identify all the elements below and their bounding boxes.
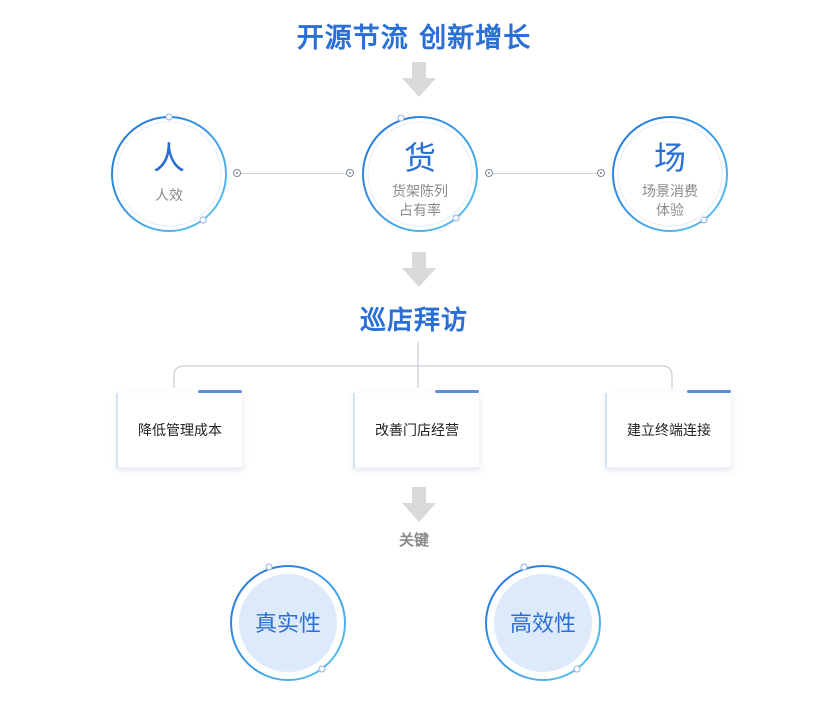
pillar-subtitle-line: 场景消费	[642, 184, 698, 200]
pillar-subtitle: 场景消费 体验	[609, 183, 731, 221]
pillar-people: 人 人效	[108, 113, 230, 235]
connector-line	[489, 173, 601, 174]
connector-node-icon	[233, 169, 241, 177]
key-item-label: 高效性	[509, 612, 576, 637]
connector-node-icon	[485, 169, 493, 177]
pillar-char: 货	[403, 139, 436, 177]
connector-node-icon	[597, 169, 605, 177]
key-item-authenticity: 真实性	[227, 562, 349, 684]
benefit-label: 改善门店经营	[375, 423, 459, 439]
pillar-char: 场	[653, 139, 686, 177]
benefit-label: 降低管理成本	[138, 423, 222, 439]
down-arrow-icon	[402, 62, 436, 97]
key-label: 关键	[398, 531, 429, 549]
section-title: 巡店拜访	[359, 306, 468, 336]
down-arrow-icon	[402, 252, 436, 287]
pillar-subtitle: 人效	[155, 188, 183, 204]
pillar-char: 人	[152, 139, 185, 177]
pillar-subtitle-line: 体验	[656, 203, 684, 219]
benefit-card: 降低管理成本	[116, 390, 242, 469]
benefit-label: 建立终端连接	[627, 423, 711, 439]
key-item-label: 真实性	[254, 612, 321, 637]
benefit-card: 建立终端连接	[605, 390, 731, 469]
pillar-goods: 货 货架陈列 占有率	[359, 113, 481, 235]
connector-node-icon	[346, 169, 354, 177]
down-arrow-icon	[402, 487, 436, 522]
main-title: 开源节流 创新增长	[296, 23, 532, 54]
key-item-efficiency: 高效性	[482, 562, 604, 684]
pillar-subtitle-line: 占有率	[399, 203, 441, 219]
pillar-scene: 场 场景消费 体验	[609, 113, 731, 235]
pillar-subtitle: 货架陈列 占有率	[359, 183, 481, 221]
pillar-subtitle-line: 货架陈列	[392, 184, 448, 200]
benefit-card: 改善门店经营	[353, 390, 479, 469]
connector-line	[237, 173, 350, 174]
